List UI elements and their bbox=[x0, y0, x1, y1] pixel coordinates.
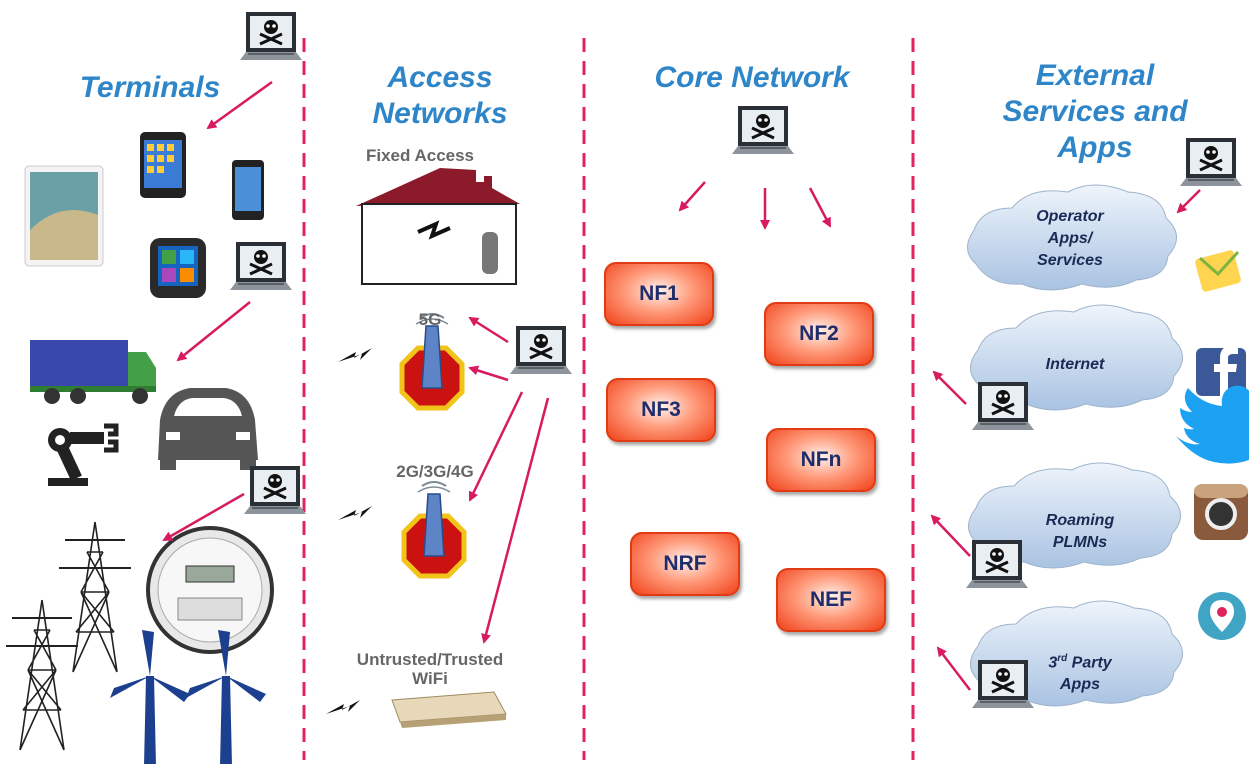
attacker-laptop-icon bbox=[508, 324, 574, 376]
smartwatch-icon bbox=[150, 238, 206, 298]
attack-arrow bbox=[1176, 189, 1201, 214]
attack-arrow bbox=[678, 181, 706, 212]
house-icon bbox=[356, 168, 520, 285]
attack-arrow bbox=[176, 301, 251, 362]
power-tower-icon bbox=[5, 599, 79, 751]
cloud-label-roaming: Roaming PLMNs bbox=[1045, 512, 1115, 551]
nf-box-nf2: NF2 bbox=[764, 302, 874, 366]
truck-icon bbox=[30, 340, 156, 404]
smartphone-icon bbox=[140, 132, 186, 198]
cloud-label-internet: Internet bbox=[1045, 356, 1105, 373]
tablet-icon bbox=[24, 165, 104, 267]
attacker-laptop-icon bbox=[730, 104, 796, 156]
cloud-label-third-party: 3rd Party Apps bbox=[1048, 653, 1112, 694]
attack-arrow bbox=[468, 316, 509, 344]
nf-box-nef: NEF bbox=[776, 568, 886, 632]
email-icon bbox=[1195, 250, 1241, 292]
heading-external-services: External Services and Apps bbox=[1002, 59, 1188, 164]
car-icon bbox=[158, 388, 258, 470]
label-wifi: Untrusted/Trusted WiFi bbox=[356, 650, 504, 688]
nf-box-nfn: NFn bbox=[766, 428, 876, 492]
attack-arrow bbox=[206, 80, 273, 130]
attack-arrow bbox=[468, 365, 509, 382]
attack-arrow bbox=[930, 514, 971, 557]
attacker-laptop-icon bbox=[238, 10, 304, 62]
label-5g: 5G bbox=[418, 310, 442, 329]
attacker-laptop-icon bbox=[970, 380, 1036, 432]
attack-arrow bbox=[932, 370, 967, 405]
instagram-icon bbox=[1194, 484, 1248, 540]
attack-arrow bbox=[162, 492, 245, 542]
cloud-operator bbox=[967, 184, 1177, 291]
heading-access-networks: Access Networks bbox=[372, 61, 508, 130]
nf-box-nrf: NRF bbox=[630, 532, 740, 596]
cloud-label-operator: Operator Apps/ Services bbox=[1036, 208, 1104, 269]
lightning-icon bbox=[326, 700, 360, 714]
cell-tower-icon bbox=[404, 482, 464, 576]
lightning-icon bbox=[338, 348, 372, 362]
lightning-icon bbox=[338, 506, 372, 520]
heading-terminals: Terminals bbox=[79, 71, 221, 104]
attacker-laptop-icon bbox=[228, 240, 294, 292]
smart-meter-icon bbox=[146, 526, 274, 654]
attack-arrow bbox=[468, 391, 524, 502]
nf-box-nf3: NF3 bbox=[606, 378, 716, 442]
power-tower-icon bbox=[58, 521, 132, 673]
wifi-router-icon bbox=[391, 691, 507, 728]
wind-turbine-icon bbox=[110, 630, 190, 764]
heading-core-network: Core Network bbox=[654, 61, 850, 94]
robot-arm-icon bbox=[48, 423, 119, 486]
twitter-icon bbox=[1176, 385, 1249, 464]
attack-arrow bbox=[936, 646, 971, 691]
label-fixed-access: Fixed Access bbox=[365, 146, 475, 165]
attack-arrow bbox=[481, 397, 550, 644]
attack-arrow bbox=[808, 187, 832, 228]
facebook-icon bbox=[1196, 346, 1246, 396]
smartphone-icon bbox=[232, 160, 264, 220]
attacker-laptop-icon bbox=[964, 538, 1030, 590]
periscope-icon bbox=[1198, 592, 1246, 640]
nf-box-nf1: NF1 bbox=[604, 262, 714, 326]
label-2g-3g-4g: 2G/3G/4G bbox=[396, 462, 474, 481]
attacker-laptop-icon bbox=[242, 464, 308, 516]
